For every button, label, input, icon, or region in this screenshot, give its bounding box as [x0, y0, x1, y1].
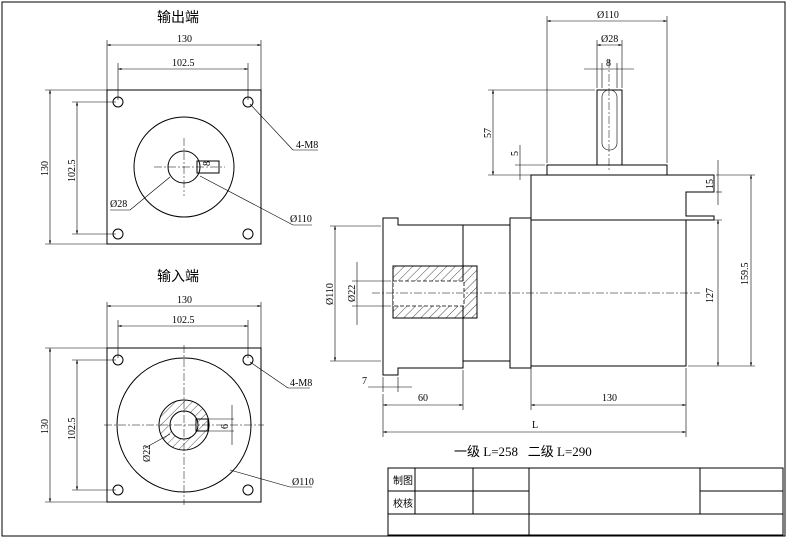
output-flange: [530, 174, 715, 221]
side-total-height: 159.5: [740, 263, 751, 286]
input-key-label: 6: [220, 424, 231, 429]
output-view-title: 输出端: [157, 10, 199, 26]
side-center-height: 127: [705, 288, 716, 303]
input-bore-dia: Ø22: [142, 445, 153, 462]
output-dim-pitch-w: 102.5: [172, 58, 195, 69]
input-dim-pitch-w: 102.5: [172, 315, 195, 326]
input-flange: [382, 217, 464, 376]
input-view-title: 输入端: [157, 269, 199, 285]
output-bolts-label: 4-M8: [296, 140, 318, 151]
length-note: 一级 L=258 二级 L=290: [454, 444, 592, 459]
side-input-len: 60: [418, 393, 428, 404]
output-flange-square: [106, 89, 262, 245]
bolt-hole: [242, 228, 254, 240]
side-total-len: L: [532, 420, 538, 431]
input-dim-height: 130: [40, 419, 51, 434]
shaft-keyway: [601, 89, 618, 151]
output-dim-width: 130: [177, 34, 192, 45]
output-key-label: 8: [202, 161, 213, 166]
side-pilot-height: 5: [510, 151, 521, 156]
title-drawn-label: 制图: [393, 474, 413, 487]
output-shaft: [596, 89, 623, 166]
input-end-view: 输入端 130 102.5 130 102.5 4-M8 Ø110: [40, 269, 314, 505]
input-dim-width: 130: [177, 295, 192, 306]
output-shaft-dia: Ø28: [110, 199, 127, 210]
side-flange-offset: 7: [362, 376, 367, 387]
side-body-len: 130: [602, 393, 617, 404]
output-end-view: 输出端 130 102.5 130 102.5 4-M8: [40, 10, 318, 245]
side-shaft-dia: Ø28: [601, 34, 618, 45]
input-pilot-dia: Ø110: [292, 477, 314, 488]
input-bolts-label: 4-M8: [290, 378, 312, 389]
output-pilot-dia: Ø110: [290, 214, 312, 225]
side-shaft-length: 57: [483, 128, 494, 138]
side-view: Ø110 Ø28 8 57 5 15 127 159.5: [325, 10, 755, 459]
output-pilot-circle: [133, 116, 235, 218]
output-pilot: [546, 164, 668, 176]
side-key-width: 8: [606, 58, 611, 69]
side-bore-dia: Ø22: [347, 285, 358, 302]
bolt-hole: [242, 484, 254, 496]
side-flange-thk: 15: [705, 179, 716, 189]
side-pilot-dia-top: Ø110: [597, 10, 619, 21]
title-checked-label: 校核: [393, 497, 413, 510]
output-dim-height: 130: [40, 161, 51, 176]
title-block: 制图 校核: [387, 467, 784, 536]
input-dim-pitch-h: 102.5: [67, 418, 78, 441]
side-input-flange-dia: Ø110: [325, 283, 336, 305]
output-dim-pitch-h: 102.5: [67, 160, 78, 183]
